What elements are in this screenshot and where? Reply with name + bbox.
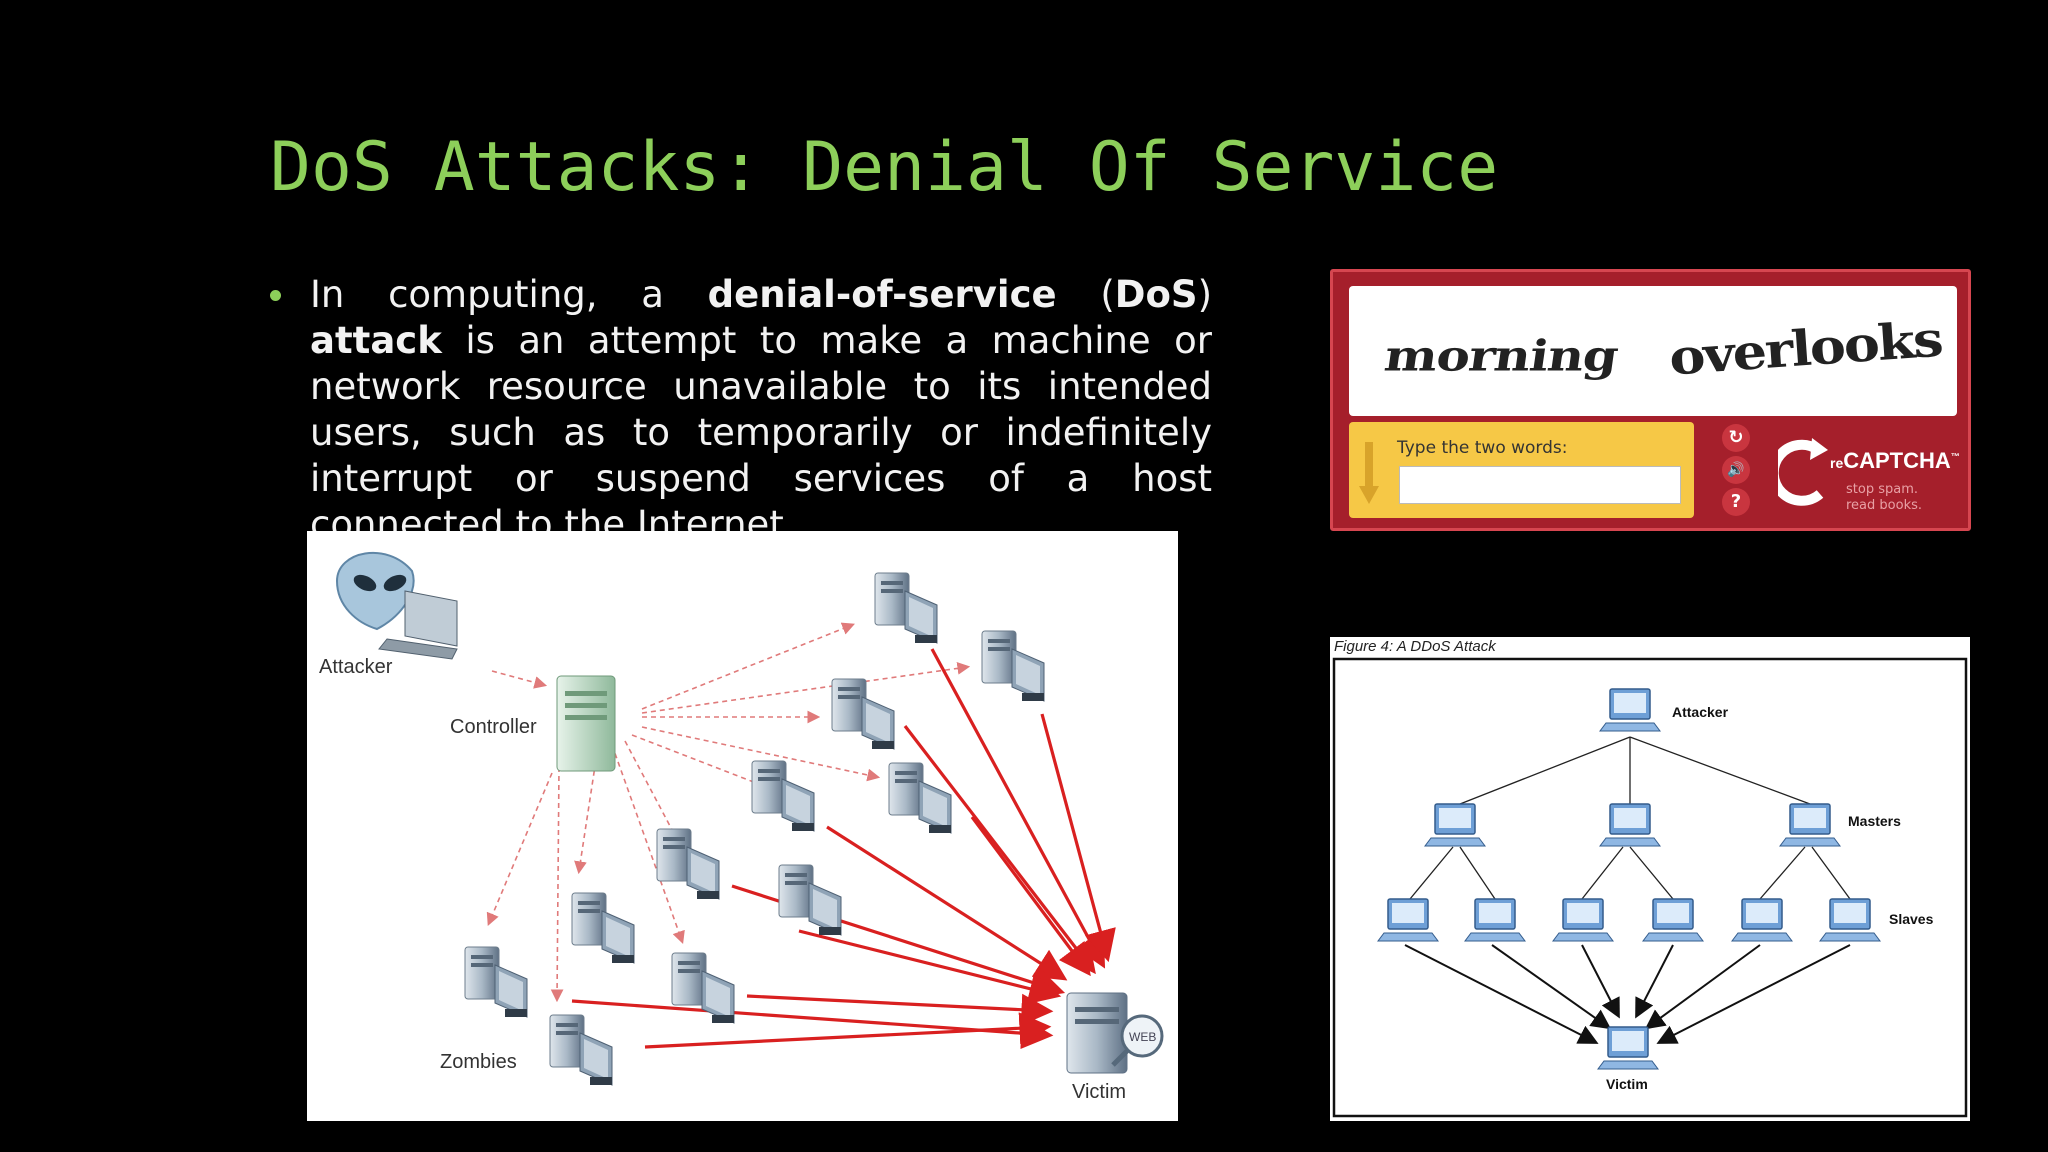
recaptcha-logo: reCAPTCHA™ stop spam. read books. [1778,430,1960,516]
controller-command-lines [486,622,971,1003]
slide-title: DoS Attacks: Denial Of Service [270,128,1499,207]
figure-frame [1332,657,1968,1118]
help-icon[interactable]: ? [1722,488,1750,516]
recaptcha-brand: reCAPTCHA™ [1830,448,1960,474]
refresh-icon[interactable]: ↻ [1722,424,1750,452]
captcha-challenge-image: morning overlooks [1349,286,1957,416]
arrow-icon [1359,442,1379,504]
masters-label: Masters [1848,813,1901,829]
dos-network-svg: Attacker Controller [319,552,1164,1103]
captcha-buttons: ↻ 🔊 ? [1707,424,1765,516]
slave-pc-icons [1377,898,1881,942]
attack-traffic-lines [571,648,1116,1050]
captcha-input-panel: Type the two words: [1349,422,1694,518]
web-badge: WEB [1129,1030,1156,1044]
bullet-bold-term: denial-of-service [707,273,1057,316]
recaptcha-logo-icon [1778,438,1828,506]
tree-links [1409,736,1851,900]
bullet-text-part: ( [1056,273,1115,316]
victim-server-icon [1066,992,1164,1074]
brand-name: CAPTCHA [1843,448,1951,473]
slave-to-victim-arrows [1404,944,1851,1044]
victim-label: Victim [1072,1081,1126,1103]
slaves-label: Slaves [1889,911,1934,927]
bullet-bold-acronym: DoS [1114,273,1198,316]
ddos-figure: Figure 4: A DDoS Attack [1330,637,1970,1121]
controller-server-icon [556,675,616,772]
captcha-prompt: Type the two words: [1397,438,1568,458]
attacker-icon [335,552,458,660]
brand-re: re [1830,455,1844,471]
master-pc-icons [1424,803,1841,847]
zombies-label: Zombies [440,1051,517,1073]
bullet-block: In computing, a denial-of-service (DoS) … [270,272,1212,548]
bullet-dot [270,290,281,301]
bullet-text-part: ) [1197,273,1213,316]
recaptcha-tagline-2: read books. [1846,498,1923,513]
zombie-computers [464,572,1045,1086]
audio-icon[interactable]: 🔊 [1722,456,1750,484]
bullet-text-part: is an attempt to make a machine or netwo… [310,319,1212,546]
attacker-label: Attacker [319,656,393,678]
ddos-diagram-svg: Attacker Masters Slaves Victim [1332,657,1968,1118]
bullet-text: In computing, a denial-of-service (DoS) … [310,272,1212,548]
victim-pc-icon [1597,1026,1659,1070]
bullet-text-part: In computing, a [310,273,708,316]
bullet-bold-attack: attack [310,319,442,362]
attacker-pc-icon [1599,688,1661,732]
ddos-attacker-label: Attacker [1672,704,1729,720]
recaptcha-tagline-1: stop spam. [1846,482,1918,497]
dos-network-figure: Attacker Controller [307,531,1178,1121]
controller-label: Controller [450,716,537,738]
ddos-victim-label: Victim [1606,1076,1648,1092]
brand-tm: ™ [1950,451,1960,462]
recaptcha-widget: morning overlooks Type the two words: ↻ … [1330,269,1971,531]
figure-caption: Figure 4: A DDoS Attack [1334,638,1496,655]
captcha-word-1: morning [1381,330,1621,381]
captcha-word-2: overlooks [1667,309,1944,387]
captcha-response-input[interactable] [1399,466,1681,504]
